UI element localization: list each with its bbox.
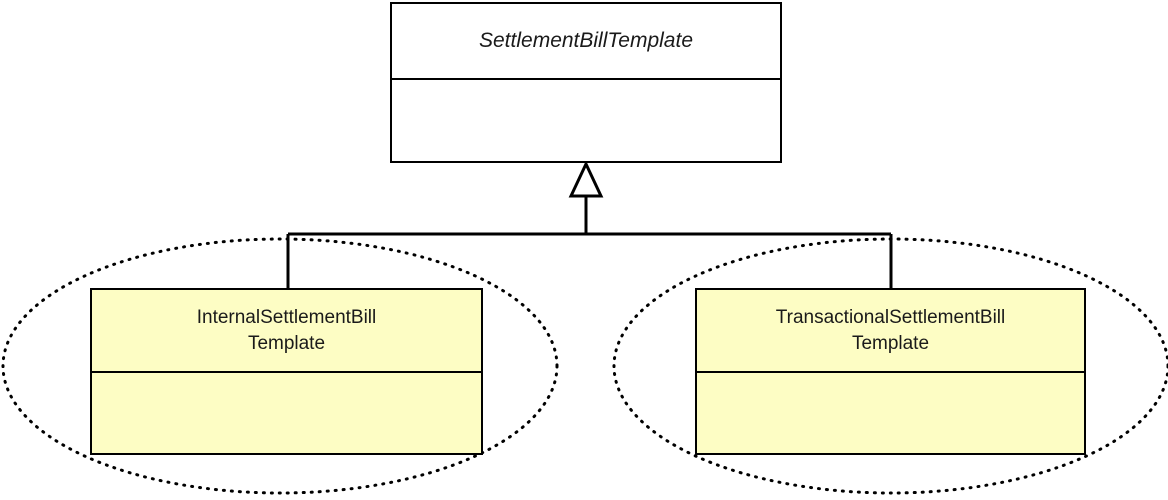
class-members-transactionalsettlementbilltemplate (697, 371, 1084, 453)
highlight-ellipse-left (1, 237, 559, 495)
class-name-internalsettlementbilltemplate: InternalSettlementBill Template (196, 307, 377, 354)
generalization-arrowhead-icon (568, 160, 604, 198)
class-members-settlementbilltemplate (392, 78, 780, 161)
class-box-settlementbilltemplate[interactable]: SettlementBillTemplate (390, 2, 782, 163)
class-name-settlementbilltemplate: SettlementBillTemplate (479, 29, 693, 53)
class-members-internalsettlementbilltemplate (92, 371, 481, 453)
class-box-transactionalsettlementbilltemplate[interactable]: TransactionalSettlementBill Template (695, 288, 1086, 455)
class-box-internalsettlementbilltemplate[interactable]: InternalSettlementBill Template (90, 288, 483, 455)
class-name-transactionalsettlementbilltemplate: TransactionalSettlementBill Template (775, 307, 1006, 354)
